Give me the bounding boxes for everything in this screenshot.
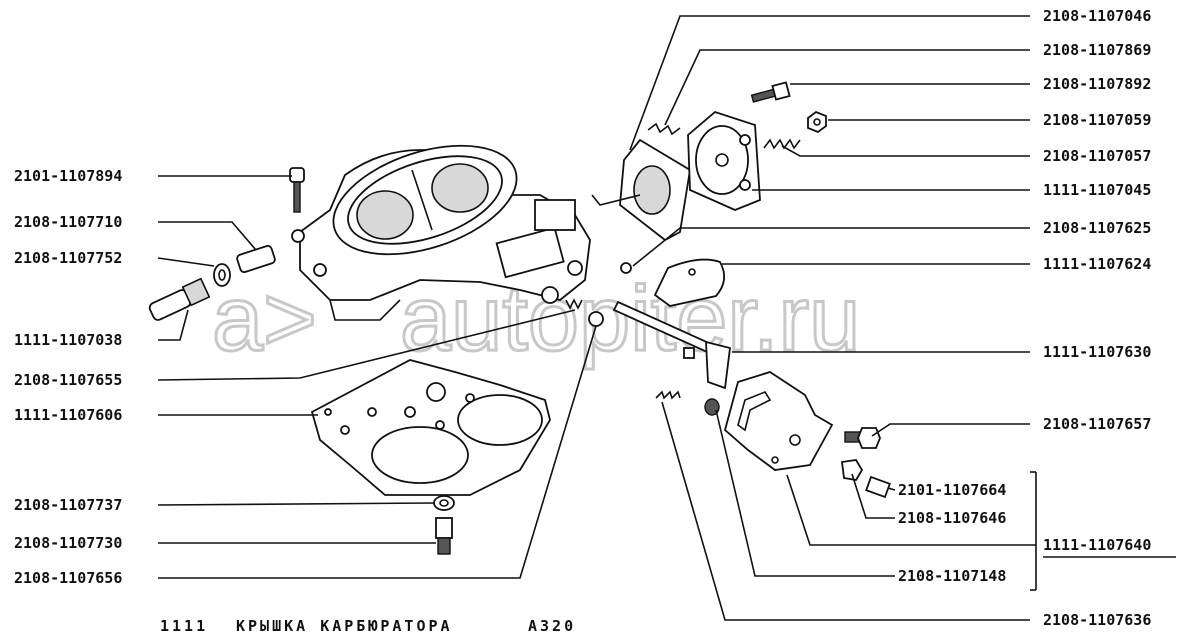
label-1111-1107640: 1111-1107640 (1043, 536, 1151, 554)
screw-2108-1107646 (840, 459, 864, 481)
label-2108-1107710: 2108-1107710 (14, 213, 122, 231)
valve-2108-1107730 (435, 517, 453, 555)
fitting-1111-1107038 (148, 277, 211, 321)
label-2108-1107059: 2108-1107059 (1043, 111, 1151, 129)
plate-1111-1107624 (653, 258, 726, 307)
ball-2108-1107656 (588, 311, 604, 327)
spring-2108-1107869 (647, 122, 681, 136)
label-1111-1107630: 1111-1107630 (1043, 343, 1151, 361)
label-2108-1107737: 2108-1107737 (14, 496, 122, 514)
label-2108-1107892: 2108-1107892 (1043, 75, 1151, 93)
leader-lines (157, 15, 1037, 621)
screw-2108-1107057 (763, 138, 801, 150)
label-2108-1107646: 2108-1107646 (898, 509, 1006, 527)
watermark: a> autopiter.ru (211, 267, 862, 372)
label-2108-1107752: 2108-1107752 (14, 249, 122, 267)
label-2108-1107148: 2108-1107148 (898, 567, 1006, 585)
label-2108-1107656: 2108-1107656 (14, 569, 122, 587)
gasket-1111-1107606 (310, 359, 551, 496)
pipe-2108-1107710 (236, 245, 276, 273)
part-labels: 2108-1107046 2108-1107869 2108-1107892 2… (14, 7, 1176, 629)
label-1111-1107045: 1111-1107045 (1043, 181, 1151, 199)
caption-code: А320 (528, 617, 576, 635)
spring-2108-1107636 (655, 390, 681, 400)
cover-1111-1107045 (687, 110, 761, 211)
lever-1111-1107640 (723, 371, 834, 471)
label-2108-1107057: 2108-1107057 (1043, 147, 1151, 165)
carburetor-cover-body (291, 144, 591, 321)
label-1111-1107624: 1111-1107624 (1043, 255, 1151, 273)
watermark-text: autopiter.ru (400, 268, 860, 370)
label-2108-1107625: 2108-1107625 (1043, 219, 1151, 237)
label-2108-1107636: 2108-1107636 (1043, 611, 1151, 629)
caption-model: 1111 (160, 617, 208, 635)
label-1111-1107606: 1111-1107606 (14, 406, 122, 424)
label-2108-1107657: 2108-1107657 (1043, 415, 1151, 433)
label-2108-1107655: 2108-1107655 (14, 371, 122, 389)
diagram-caption: 1111 КРЫШКА КАРБЮРАТОРА А320 (160, 617, 576, 635)
screw-2101-1107894 (289, 167, 305, 213)
watermark-symbol: a> (212, 268, 317, 370)
shaft-1111-1107630 (612, 300, 731, 390)
label-2101-1107664: 2101-1107664 (898, 481, 1006, 499)
spring-2108-1107655 (565, 298, 583, 310)
screw-2108-1107892 (750, 81, 791, 103)
label-2108-1107869: 2108-1107869 (1043, 41, 1151, 59)
diaphragm-2108-1107046 (591, 138, 691, 242)
screw-2101-1107664 (865, 475, 891, 499)
caption-title: КРЫШКА КАРБЮРАТОРА (236, 617, 453, 635)
screw-2108-1107625 (620, 262, 632, 274)
nut-2108-1107059 (807, 110, 827, 134)
label-2108-1107730: 2108-1107730 (14, 534, 122, 552)
washer-2108-1107737 (433, 495, 455, 511)
washer-2108-1107752 (213, 263, 231, 287)
label-2108-1107046: 2108-1107046 (1043, 7, 1151, 25)
bolt-2108-1107657 (844, 427, 881, 449)
label-2101-1107894: 2101-1107894 (14, 167, 122, 185)
label-1111-1107038: 1111-1107038 (14, 331, 122, 349)
